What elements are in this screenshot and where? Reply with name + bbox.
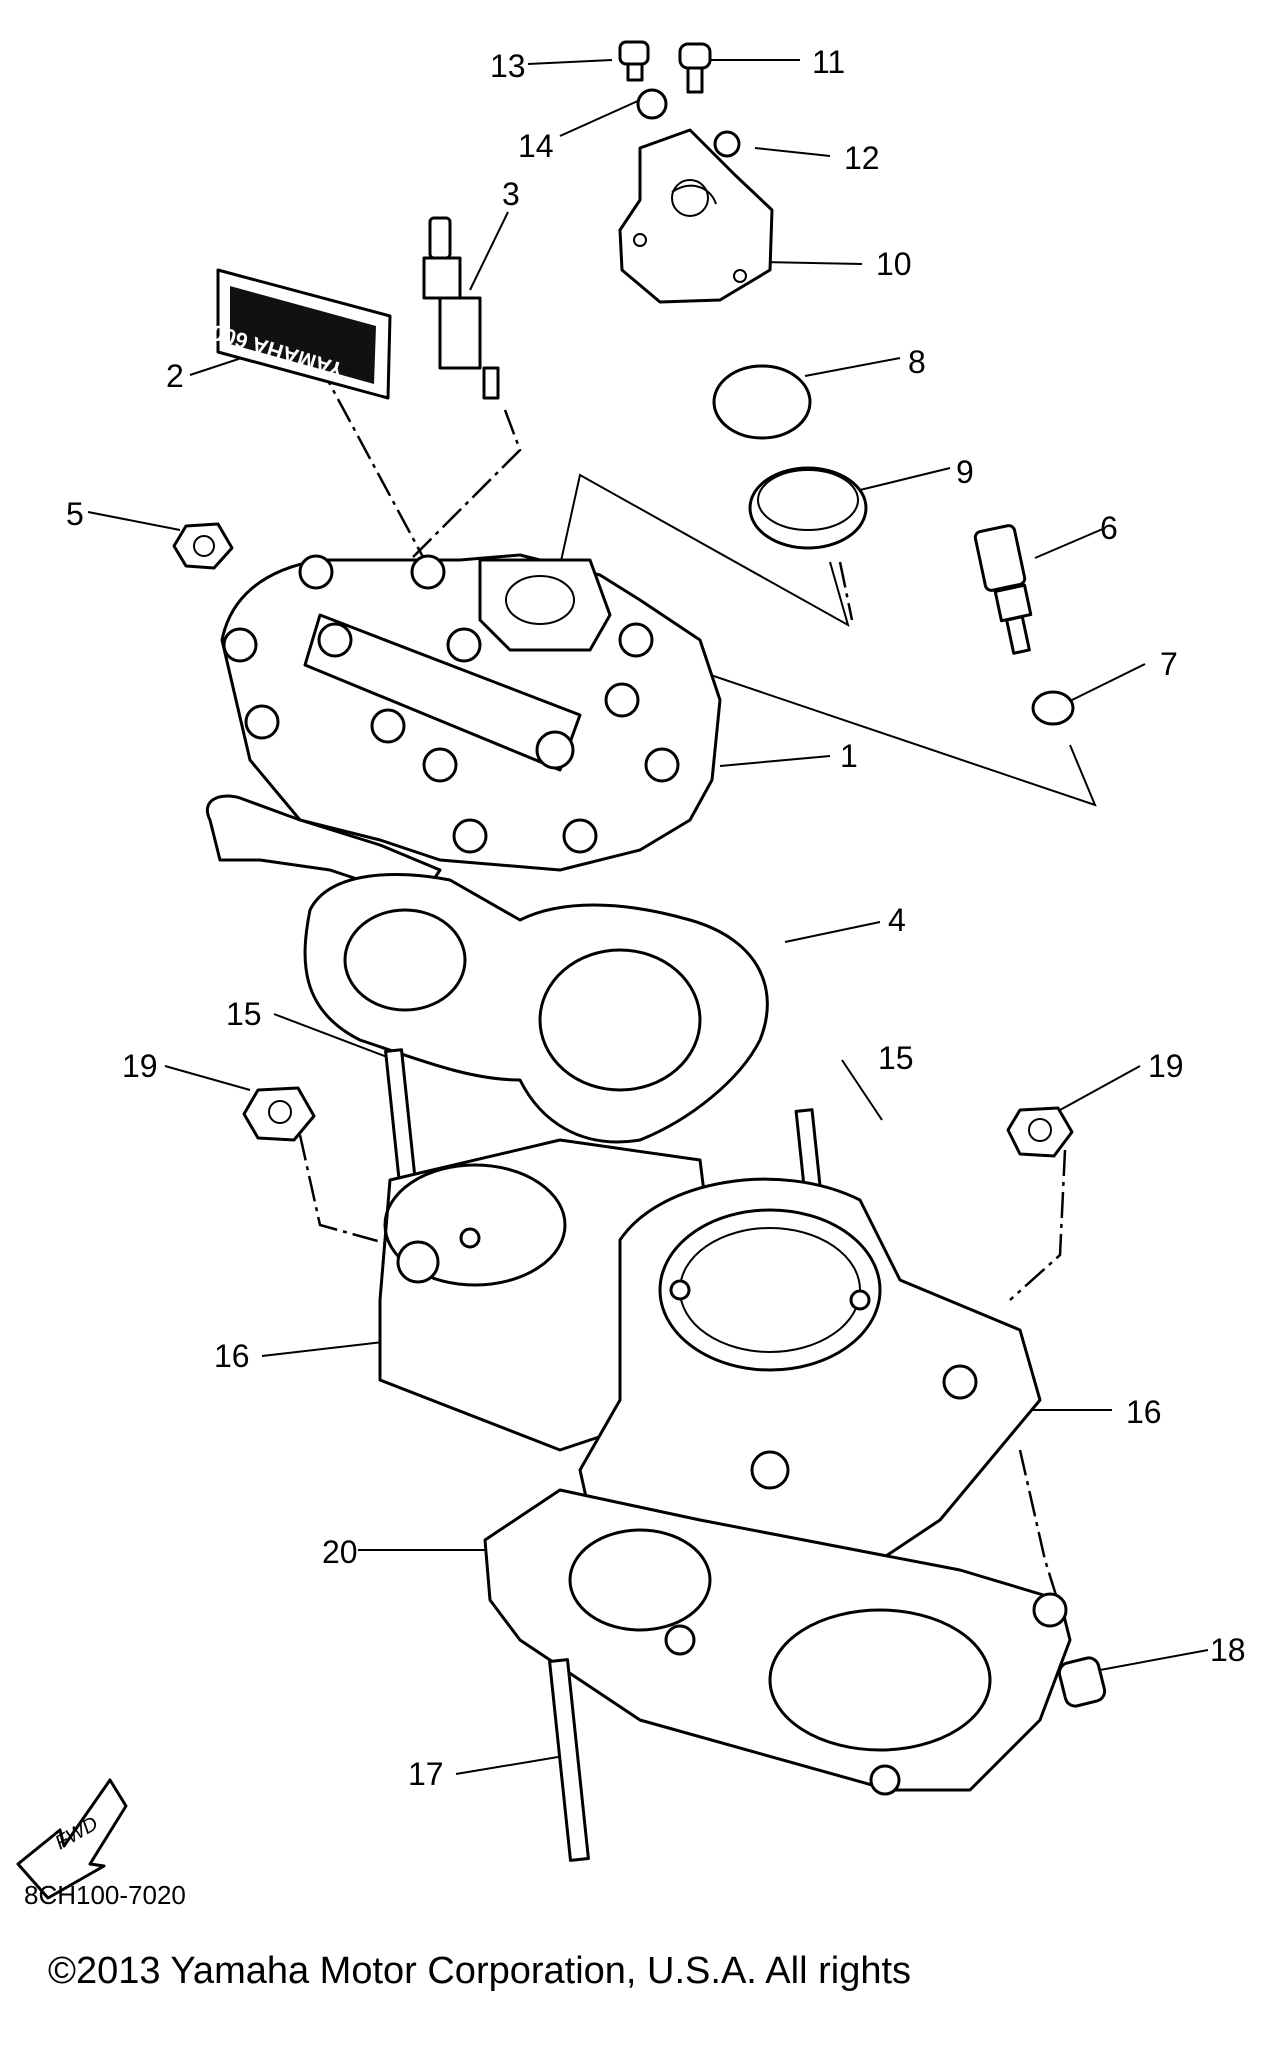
callout-16-right: 16	[1126, 1394, 1162, 1430]
bolt-11	[678, 42, 712, 94]
callout-9: 9	[956, 454, 974, 490]
callout-15-right: 15	[878, 1040, 914, 1076]
nut-5	[172, 522, 234, 570]
washer-14	[636, 88, 668, 120]
callout-16-left: 16	[214, 1338, 250, 1374]
callout-19-left: 19	[122, 1048, 158, 1084]
callout-7: 7	[1160, 646, 1178, 682]
dowel-18	[1057, 1656, 1107, 1708]
washer-12	[713, 130, 741, 158]
callout-17: 17	[408, 1756, 444, 1792]
washer-7	[1031, 690, 1075, 726]
callout-10: 10	[876, 246, 912, 282]
callout-12: 12	[844, 140, 880, 176]
callout-13: 13	[490, 48, 526, 84]
callout-15-left: 15	[226, 996, 262, 1032]
callout-14: 14	[518, 128, 554, 164]
nut-19-right	[1006, 1106, 1074, 1158]
thermostat-cover-10	[618, 128, 774, 304]
bolt-13	[618, 40, 650, 82]
thermostat-9	[748, 466, 868, 550]
base-gasket-20	[483, 1488, 1072, 1796]
nut-19-left	[242, 1086, 316, 1142]
leader-lines	[87, 59, 1209, 1775]
callout-18: 18	[1210, 1632, 1246, 1668]
copyright-notice: ©2013 Yamaha Motor Corporation, U.S.A. A…	[48, 1950, 912, 1992]
callout-8: 8	[908, 344, 926, 380]
spark-plug-3	[422, 216, 500, 400]
callout-1: 1	[840, 738, 858, 774]
callout-2: 2	[166, 358, 184, 394]
decal-2: YAMAHA 600	[208, 268, 392, 400]
head-gasket-4	[303, 872, 769, 1144]
temperature-sensor-6	[973, 524, 1033, 655]
callout-3: 3	[502, 176, 520, 212]
o-ring-8	[712, 364, 812, 440]
callout-20: 20	[322, 1534, 358, 1570]
callout-6: 6	[1100, 510, 1118, 546]
stud-17	[548, 1658, 590, 1862]
callout-4: 4	[888, 902, 906, 938]
callout-5: 5	[66, 496, 84, 532]
cylinder-head-1	[205, 553, 722, 902]
callout-19-right: 19	[1148, 1048, 1184, 1084]
drawing-code: 8CH100-7020	[24, 1880, 186, 1910]
callout-11: 11	[812, 44, 846, 80]
